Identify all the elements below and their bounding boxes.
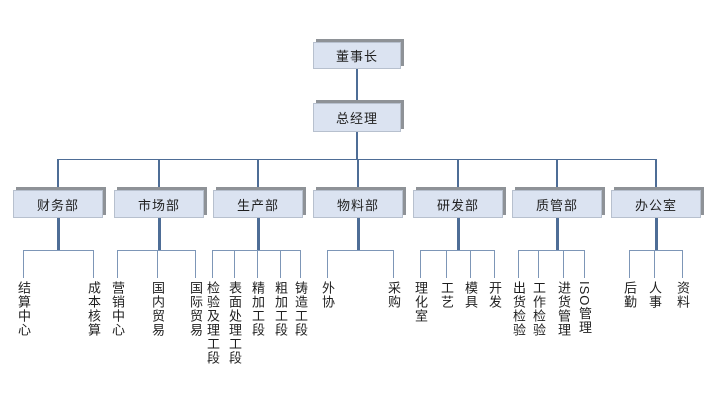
org-child-label: 国内贸易 [150,281,165,337]
org-child-label: 成本核算 [86,281,101,337]
connector-child-drop [93,250,94,278]
org-child-label: 出货检验 [511,281,526,337]
connector-rail-dept [57,159,59,190]
connector-child-drop [280,250,281,278]
org-child-label: 精加工段 [250,281,265,337]
org-node-department: 财务部 [13,190,103,218]
connector-child-rail [420,250,494,251]
connector-child-drop [234,250,235,278]
connector-rail-dept [556,159,558,190]
org-child-label: 人事 [647,281,662,309]
org-node-general-manager: 总经理 [313,103,401,132]
connector-child-drop [563,250,564,278]
connector-dept-stub [158,218,161,250]
connector-child-drop [195,250,196,278]
connector-child-drop [393,250,394,278]
org-child-label: 资料 [675,281,690,309]
org-child-label: 进货管理 [556,281,571,337]
org-node-department: 市场部 [114,190,204,218]
org-child-label: 理化室 [413,281,428,323]
connector-child-drop [117,250,118,278]
connector-rail-dept [457,159,459,190]
connector-child-drop [212,250,213,278]
org-node-department: 研发部 [413,190,503,218]
connector-child-drop [157,250,158,278]
connector-dept-stub [556,218,559,250]
connector-gm-trunk [356,132,358,159]
connector-child-drop [420,250,421,278]
org-child-label: 表面处理工段 [227,281,242,365]
connector-child-drop [538,250,539,278]
org-child-label: 铸造工段 [293,281,308,337]
connector-child-drop [584,250,585,278]
connector-child-drop [23,250,24,278]
connector-child-rail [117,250,195,251]
connector-child-rail [23,250,93,251]
connector-dept-stub [655,218,658,250]
connector-child-drop [629,250,630,278]
org-child-label: 国际贸易 [188,281,203,337]
connector-child-drop [470,250,471,278]
org-child-label: 采购 [386,281,401,309]
org-child-label: 工作检验 [531,281,546,337]
connector-dept-stub [457,218,460,250]
connector-child-drop [257,250,258,278]
connector-child-rail [212,250,300,251]
connector-rail-dept [655,159,657,190]
org-child-label: 开发 [487,281,502,309]
connector-child-rail [629,250,682,251]
org-child-label: 后勤 [622,281,637,309]
org-child-label: 结算中心 [16,281,31,337]
connector-chairman-gm [356,69,358,103]
connector-child-drop [446,250,447,278]
org-child-label: 工艺 [439,281,454,309]
org-node-chairman: 董事长 [313,42,401,69]
connector-child-drop [300,250,301,278]
connector-child-drop [327,250,328,278]
org-node-department: 物料部 [313,190,403,218]
connector-rail-dept [158,159,160,190]
org-child-label: 检验及理工段 [205,281,220,365]
org-child-label: 粗加工段 [273,281,288,337]
connector-child-drop [654,250,655,278]
connector-child-rail [518,250,584,251]
org-node-department: 办公室 [611,190,701,218]
org-child-label: 外协 [320,281,335,309]
org-node-department: 质管部 [512,190,602,218]
connector-rail-dept [257,159,259,190]
connector-dept-stub [57,218,60,250]
connector-child-rail [327,250,393,251]
connector-dept-stub [257,218,260,250]
connector-child-drop [518,250,519,278]
connector-rail-dept [357,159,359,190]
org-child-label: 营销中心 [110,281,125,337]
connector-child-drop [682,250,683,278]
connector-dept-stub [357,218,360,250]
connector-child-drop [494,250,495,278]
org-child-label: 模具 [463,281,478,309]
org-child-label: ISO管理 [577,281,592,335]
org-node-department: 生产部 [213,190,303,218]
